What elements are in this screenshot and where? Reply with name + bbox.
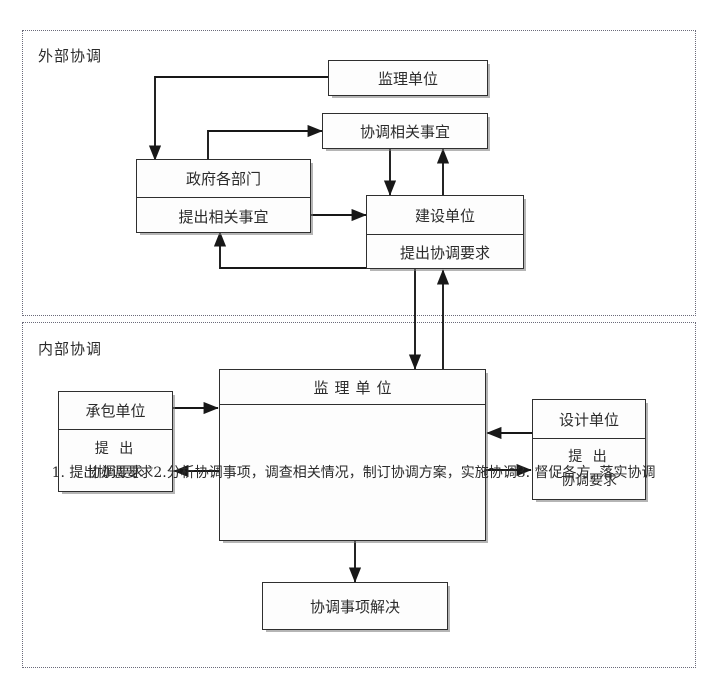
node-government-sub: 提出相关事宜 [137,197,310,234]
node-contractor[interactable]: 承包单位 提 出 协调要求 [58,391,173,492]
node-contractor-sub-line1: 提 出 [94,440,137,457]
node-designer-title: 设计单位 [558,410,619,429]
node-supervisor-top-title: 监理单位 [377,69,438,88]
region-external-label: 外部协调 [38,47,103,65]
node-designer[interactable]: 设计单位 提 出 协调要求 [532,399,646,500]
node-construction-unit-sub: 提出协调要求 [367,234,523,270]
node-construction-unit-title: 建设单位 [414,206,475,225]
supervisor-item-1: 1. 提出协调要求 [51,464,154,481]
node-supervisor-main-title: 监理单位 [313,378,398,397]
node-contractor-sub: 提 出 协调要求 [59,429,172,493]
region-internal [22,322,696,668]
node-designer-sub-line1: 提 出 [568,449,610,466]
node-resolved[interactable]: 协调事项解决 [262,582,448,630]
node-construction-unit[interactable]: 建设单位 提出协调要求 [366,195,524,269]
node-designer-sub-line2: 协调要求 [561,473,617,489]
node-supervisor-main-items: 1. 提出协调要求 2.分析协调事项，调查相关情 况，制订协调方案，实施协调 3… [52,404,655,542]
node-supervisor-main[interactable]: 监理单位 1. 提出协调要求 2.分析协调事项，调查相关情 况，制订协调方案，实… [52,369,655,542]
node-resolved-title: 协调事项解决 [309,597,400,616]
supervisor-item-2-cont: 况，制订协调方案，实施协调 [334,464,517,481]
node-contractor-sub-line2: 协调要求 [87,464,144,481]
supervisor-item-2: 2.分析协调事项，调查相关情 [153,464,335,481]
node-government[interactable]: 政府各部门 提出相关事宜 [136,159,311,233]
supervisor-item-3: 3. 督促各方, 落实协调 [516,464,656,481]
node-coordination-matters[interactable]: 协调相关事宜 [322,113,488,149]
node-contractor-title: 承包单位 [85,402,146,420]
node-government-title: 政府各部门 [185,170,261,188]
node-designer-sub: 提 出 协调要求 [533,438,645,501]
node-coordination-matters-title: 协调相关事宜 [359,122,450,141]
region-internal-label: 内部协调 [38,340,103,358]
node-supervisor-top[interactable]: 监理单位 [328,60,488,96]
region-external [22,30,696,316]
